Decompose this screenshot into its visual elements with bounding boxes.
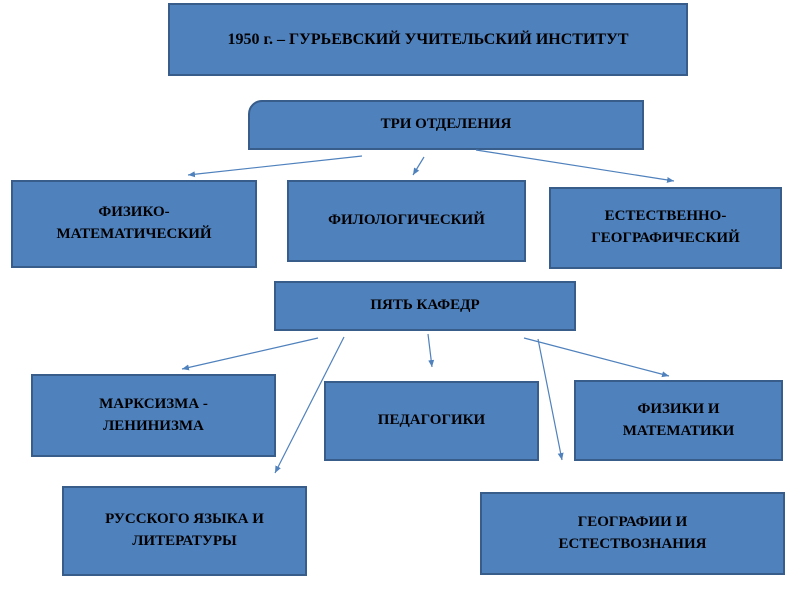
arrow-to-physics-math xyxy=(523,337,670,378)
department-label: ФИЗИКО- МАТЕМАТИЧЕСКИЙ xyxy=(56,204,212,242)
departments-heading: ТРИ ОТДЕЛЕНИЯ xyxy=(380,116,512,133)
chair-label: РУССКОГО ЯЗЫКА И ЛИТЕРАТУРЫ xyxy=(105,511,264,549)
department-label: ФИЛОЛОГИЧЕСКИЙ xyxy=(328,212,485,229)
chair-box-russian: РУССКОГО ЯЗЫКА И ЛИТЕРАТУРЫ xyxy=(62,486,307,576)
chair-box-physics-math: ФИЗИКИ И МАТЕМАТИКИ xyxy=(574,380,783,461)
departments-heading-box: ТРИ ОТДЕЛЕНИЯ xyxy=(248,100,644,150)
chair-box-pedagogy: ПЕДАГОГИКИ xyxy=(324,381,539,461)
chair-label: ПЕДАГОГИКИ xyxy=(377,412,486,429)
chair-box-geography: ГЕОГРАФИИ И ЕСТЕСТВОЗНАНИЯ xyxy=(480,492,785,575)
chair-label: МАРКСИЗМА - ЛЕНИНИЗМА xyxy=(99,395,208,434)
institute-title: 1950 г. – ГУРЬЕВСКИЙ УЧИТЕЛЬСКИЙ ИНСТИТУ… xyxy=(227,30,629,48)
chair-box-marxism: МАРКСИЗМА - ЛЕНИНИЗМА xyxy=(31,374,276,457)
arrow-to-natgeo xyxy=(475,149,675,183)
arrow-to-philology xyxy=(412,156,425,176)
arrow-to-pedagogy xyxy=(427,333,435,368)
department-box-physmath: ФИЗИКО- МАТЕМАТИЧЕСКИЙ xyxy=(11,180,257,268)
arrow-to-physmath xyxy=(187,155,363,178)
arrow-to-geography xyxy=(537,338,564,461)
department-label: ЕСТЕСТВЕННО- ГЕОГРАФИЧЕСКИЙ xyxy=(591,208,740,246)
institute-title-box: 1950 г. – ГУРЬЕВСКИЙ УЧИТЕЛЬСКИЙ ИНСТИТУ… xyxy=(168,3,688,76)
chairs-heading-box: ПЯТЬ КАФЕДР xyxy=(274,281,576,331)
department-box-natgeo: ЕСТЕСТВЕННО- ГЕОГРАФИЧЕСКИЙ xyxy=(549,187,782,269)
chair-label: ФИЗИКИ И МАТЕМАТИКИ xyxy=(622,400,735,439)
department-box-philology: ФИЛОЛОГИЧЕСКИЙ xyxy=(287,180,526,262)
chair-label: ГЕОГРАФИИ И ЕСТЕСТВОЗНАНИЯ xyxy=(558,513,707,552)
arrow-to-marxism xyxy=(181,337,319,371)
chairs-heading: ПЯТЬ КАФЕДР xyxy=(370,297,480,314)
